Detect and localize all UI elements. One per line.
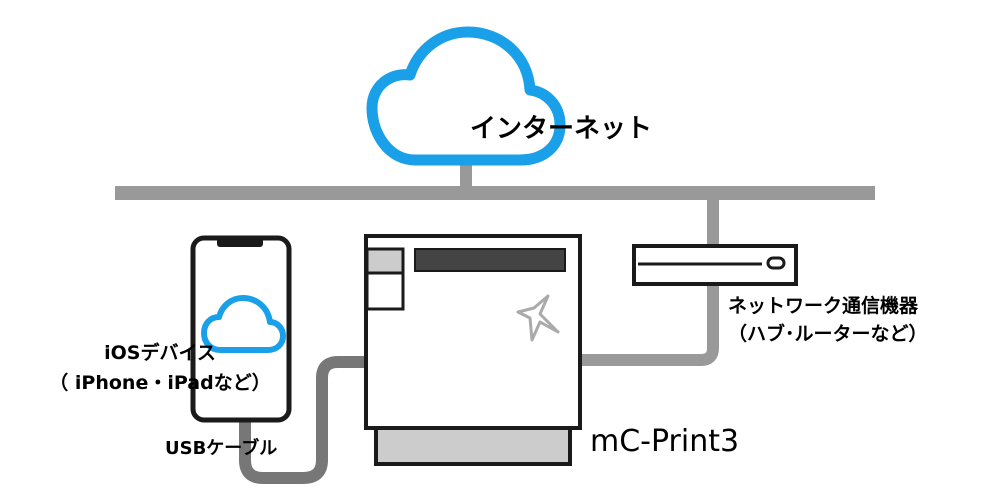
ios-device-label: iOSデバイス （ iPhone・iPadなど）: [40, 338, 280, 398]
internet-label: インターネット: [470, 114, 653, 144]
cloud-icon: [366, 26, 566, 166]
printer-icon: [364, 234, 582, 466]
star-logo-icon: [516, 294, 560, 342]
lan-cable: [578, 280, 719, 366]
usb-cable: [239, 356, 370, 484]
router-connector-line: [707, 198, 719, 246]
small-cloud-icon: [201, 295, 286, 353]
usb-cable-label: USBケーブル: [165, 438, 278, 459]
printer-display-panel: [365, 271, 405, 311]
network-device-label-line1: ネットワーク通信機器: [728, 295, 919, 317]
network-device-label-line2: （ハブ･ルーターなど）: [728, 323, 928, 345]
printer-button-panel: [365, 247, 405, 275]
ios-device-label-line2: （ iPhone・iPadなど）: [49, 372, 271, 394]
network-bus: [115, 186, 875, 200]
ios-device-label-line1: iOSデバイス: [104, 342, 216, 364]
smartphone-icon: [190, 235, 292, 423]
paper-slot: [414, 248, 566, 272]
router-icon: [632, 244, 798, 286]
printer-model-label: mC-Print3: [590, 424, 740, 459]
network-device-label: ネットワーク通信機器 （ハブ･ルーターなど）: [728, 292, 928, 348]
